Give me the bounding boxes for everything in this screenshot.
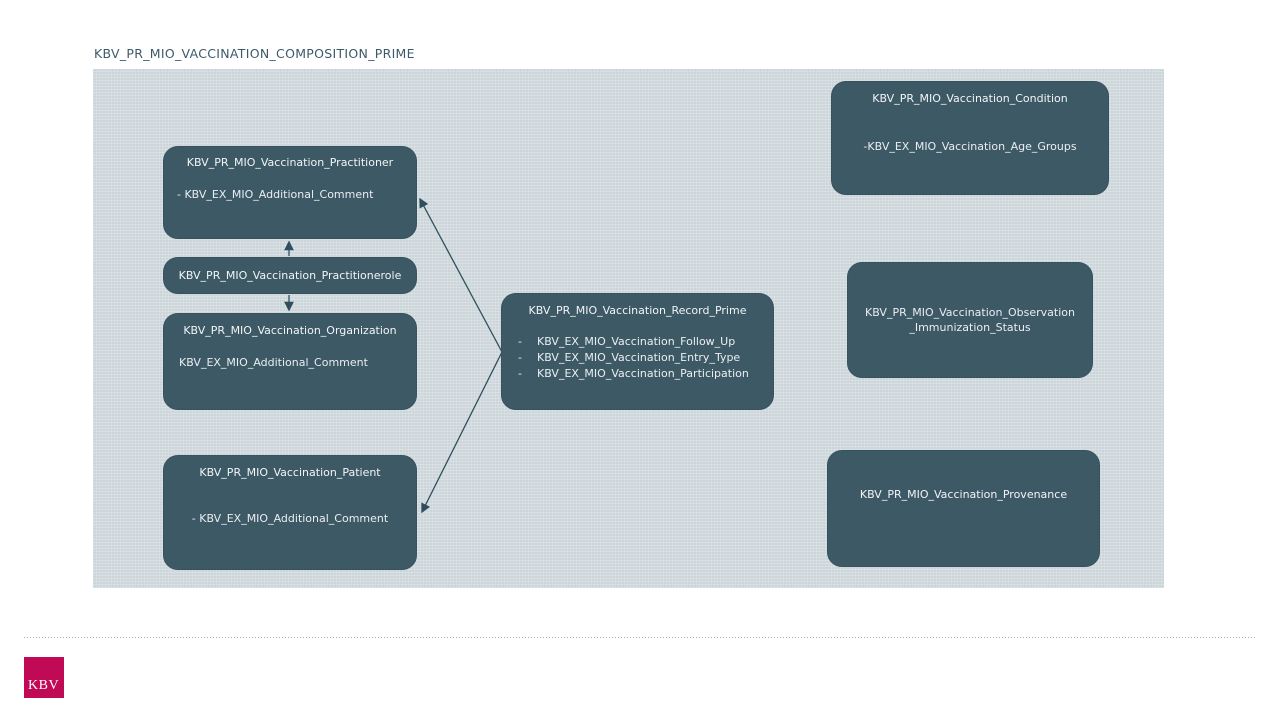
node-title: KBV_PR_MIO_Vaccination_Organization	[183, 324, 397, 337]
node-extension: - KBV_EX_MIO_Additional_Comment	[177, 188, 374, 201]
node-vaccination-practitioner: KBV_PR_MIO_Vaccination_Practitioner - KB…	[163, 146, 417, 239]
node-vaccination-organization: KBV_PR_MIO_Vaccination_Organization KBV_…	[163, 313, 417, 410]
node-title-line-1: KBV_PR_MIO_Vaccination_Observation	[865, 306, 1075, 319]
edge-record-to-practitioner	[419, 197, 503, 353]
node-title: KBV_PR_MIO_Vaccination_Practitionerole	[178, 269, 402, 282]
separator-line	[24, 637, 1256, 638]
edge-record-to-patient	[421, 351, 503, 514]
node-title: KBV_PR_MIO_Vaccination_Record_Prime	[528, 304, 747, 317]
bullet: -	[518, 335, 522, 348]
node-extension-label: KBV_EX_MIO_Vaccination_Participation	[537, 367, 749, 380]
node-vaccination-condition: KBV_PR_MIO_Vaccination_Condition -KBV_EX…	[831, 81, 1109, 195]
bullet: -	[518, 367, 522, 380]
bullet: -	[518, 351, 522, 364]
diagram-canvas: KBV_PR_MIO_Vaccination_Practitioner - KB…	[93, 69, 1164, 588]
node-title: KBV_PR_MIO_Vaccination_Practitioner	[186, 156, 394, 169]
node-extension: - KBV_EX_MIO_Vaccination_Entry_Type	[518, 350, 773, 366]
node-extension-label: KBV_EX_MIO_Vaccination_Entry_Type	[537, 351, 741, 364]
kbv-logo: KBV	[24, 657, 64, 698]
node-title: KBV_PR_MIO_Vaccination_Provenance	[859, 488, 1068, 501]
node-title-line-2: _Immunization_Status	[909, 321, 1031, 334]
node-vaccination-provenance: KBV_PR_MIO_Vaccination_Provenance	[827, 450, 1100, 567]
node-extension: - KBV_EX_MIO_Additional_Comment	[191, 512, 389, 525]
node-vaccination-patient: KBV_PR_MIO_Vaccination_Patient - KBV_EX_…	[163, 455, 417, 570]
page-title: KBV_PR_MIO_VACCINATION_COMPOSITION_PRIME	[94, 46, 415, 61]
node-vaccination-record-prime: KBV_PR_MIO_Vaccination_Record_Prime - KB…	[501, 293, 774, 410]
kbv-logo-text: KBV	[28, 678, 60, 693]
node-vaccination-practitionerole: KBV_PR_MIO_Vaccination_Practitionerole	[163, 257, 417, 294]
node-extension: -KBV_EX_MIO_Vaccination_Age_Groups	[863, 140, 1077, 153]
node-vaccination-observation-immunization-status: KBV_PR_MIO_Vaccination_Observation _Immu…	[847, 262, 1093, 378]
node-extension: - KBV_EX_MIO_Vaccination_Participation	[518, 366, 773, 382]
node-extension: KBV_EX_MIO_Additional_Comment	[179, 356, 368, 369]
node-extension: - KBV_EX_MIO_Vaccination_Follow_Up	[518, 334, 773, 350]
node-title: KBV_PR_MIO_Vaccination_Patient	[199, 466, 381, 479]
node-title: KBV_PR_MIO_Vaccination_Condition	[872, 92, 1068, 105]
node-extension-list: - KBV_EX_MIO_Vaccination_Follow_Up - KBV…	[502, 334, 773, 382]
node-extension-label: KBV_EX_MIO_Vaccination_Follow_Up	[537, 335, 736, 348]
